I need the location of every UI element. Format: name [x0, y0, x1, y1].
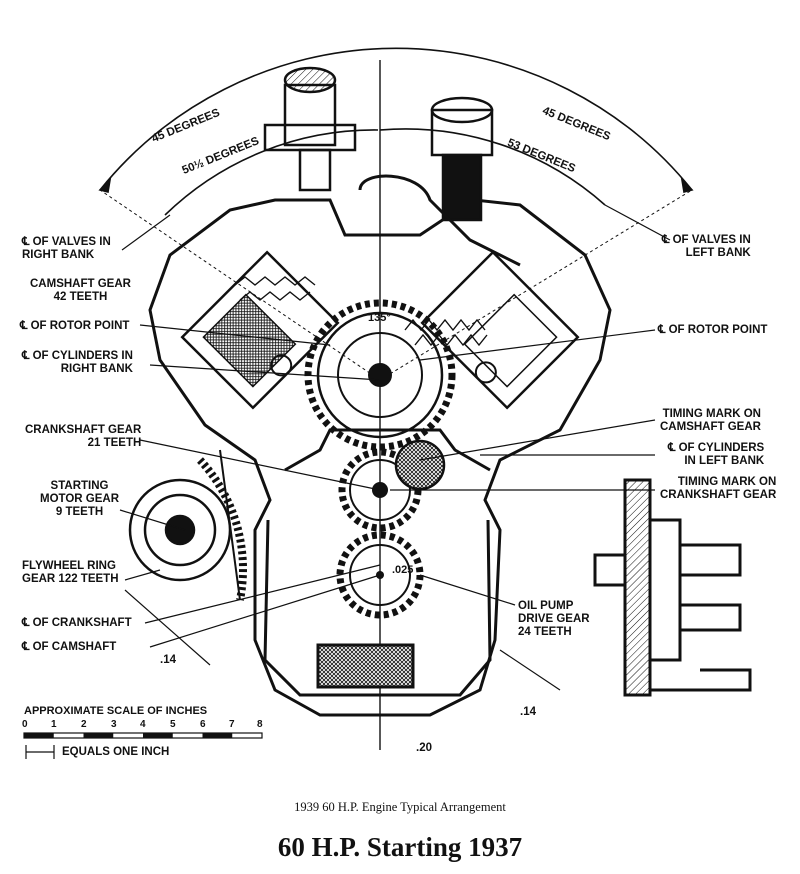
label-valves-right-bank: ℄ OF VALVES IN RIGHT BANK [22, 236, 111, 261]
scale-num-6: 6 [200, 719, 206, 730]
label-crankshaft-center: ℄ OF CRANKSHAFT [22, 617, 132, 629]
label-oil-pump-gear: OIL PUMP DRIVE GEAR 24 TEETH [518, 600, 590, 638]
scale-num-8: 8 [257, 719, 263, 730]
label-camshaft-gear: CAMSHAFT GEAR 42 TEETH [30, 278, 131, 303]
scale-num-2: 2 [81, 719, 87, 730]
flywheel-housing [593, 478, 752, 697]
scale-num-5: 5 [170, 719, 176, 730]
right-bank-cylinder [180, 250, 340, 410]
label-rotor-point-right: ℄ OF ROTOR POINT [658, 324, 768, 336]
scale-legend: EQUALS ONE INCH [62, 746, 170, 758]
angle-extension-lines [99, 189, 693, 381]
label-rotor-point-left: ℄ OF ROTOR POINT [20, 320, 130, 332]
label-camshaft-center: ℄ OF CAMSHAFT [22, 641, 117, 653]
label-crankshaft-gear: CRANKSHAFT GEAR 21 TEETH [25, 424, 142, 449]
scale-num-4: 4 [140, 719, 146, 730]
scale-num-3: 3 [111, 719, 117, 730]
scale-title: APPROXIMATE SCALE OF INCHES [24, 705, 208, 717]
scale-num-7: 7 [229, 719, 235, 730]
label-timing-mark-camshaft: TIMING MARK ON CAMSHAFT GEAR [660, 408, 761, 433]
label-flywheel-ring-gear: FLYWHEEL RING GEAR 122 TEETH [22, 560, 119, 585]
label-starting-motor-gear: STARTING MOTOR GEAR 9 TEETH [40, 480, 120, 518]
label-cylinders-right-bank: ℄ OF CYLINDERS IN RIGHT BANK [22, 350, 133, 375]
angle-135-center: 135° [368, 312, 391, 324]
starter-motor [128, 449, 248, 601]
timing-gear-small [394, 439, 446, 491]
dim-014-right: .14 [520, 706, 536, 718]
distributor [263, 66, 357, 192]
scale-num-0: 0 [22, 719, 28, 730]
air-cleaner [358, 96, 521, 267]
label-valves-left-bank: ℄ OF VALVES IN LEFT BANK [662, 234, 751, 259]
figure-caption: 1939 60 H.P. Engine Typical Arrangement [294, 800, 506, 814]
scale-num-1: 1 [51, 719, 57, 730]
valve-spring-right [234, 276, 316, 301]
oil-pump-screen [316, 643, 415, 689]
dim-014-left: .14 [160, 654, 176, 666]
scale-bar [23, 732, 263, 759]
label-cylinders-left-bank: ℄ OF CYLINDERS IN LEFT BANK [668, 442, 765, 467]
left-bank-cylinder [420, 250, 580, 410]
dim-020: .20 [416, 742, 432, 754]
leader-lines [119, 204, 671, 691]
page-title: 60 H.P. Starting 1937 [277, 832, 523, 862]
label-timing-mark-crankshaft: TIMING MARK ON CRANKSHAFT GEAR [660, 476, 777, 501]
angle-arcs [98, 47, 694, 216]
dim-025: .025 [392, 564, 414, 576]
